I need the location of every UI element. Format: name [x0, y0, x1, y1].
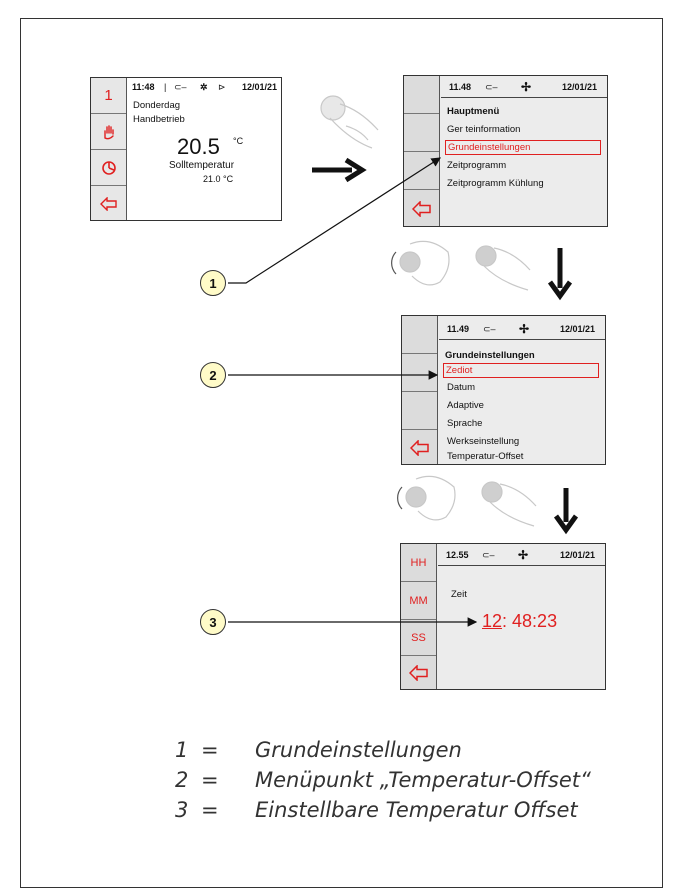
- menu-title: Grundeinstellungen: [445, 350, 535, 361]
- date-display: 12/01/21: [561, 82, 597, 92]
- setpoint-value: 21.0 °C: [203, 174, 234, 184]
- diagram-frame: [20, 18, 663, 888]
- legend-item-2: 2 = Menüpunkt „Temperatur-Offset“: [175, 768, 591, 792]
- menu-item-datum[interactable]: Datum: [447, 382, 475, 393]
- flow-arrow-right: [312, 157, 367, 183]
- menu-item-grundeinstellungen[interactable]: Grundeinstellungen: [445, 140, 601, 155]
- heating-icon: ⊳: [218, 82, 226, 92]
- hand-press-icon: [320, 95, 379, 149]
- side-button-panel: [404, 76, 440, 226]
- setpoint-label: Solltemperatur: [169, 160, 235, 171]
- current-temperature: 20.5: [177, 134, 220, 159]
- date-display: 12/01/21: [559, 324, 595, 334]
- side-button-2[interactable]: [402, 354, 437, 392]
- flow-arrow-down-2: [553, 488, 579, 535]
- time-minutes-seconds: : 48:23: [502, 611, 558, 631]
- side-button-2[interactable]: [404, 114, 439, 152]
- menu-item-zeitprogramm[interactable]: Zeitprogramm: [447, 160, 507, 171]
- menu-item-sprache[interactable]: Sprache: [447, 418, 483, 429]
- side-button-panel: HH MM SS: [401, 544, 437, 689]
- menu-item-werkseinstellung[interactable]: Werkseinstellung: [447, 436, 520, 447]
- status-bar: 11:48 | ⊂– ✲ ⊳ 12/01/21: [128, 78, 281, 96]
- time-value: 12: 48:23: [482, 611, 557, 632]
- clock-icon[interactable]: [91, 150, 126, 186]
- status-bar: 11.48 ⊂– ✢ 12/01/21: [441, 78, 607, 98]
- screen-main-menu: 11.48 ⊂– ✢ 12/01/21 Hauptmenü Ger teinfo…: [403, 75, 608, 227]
- hand-rotate-icon-2: [397, 475, 456, 521]
- screen-home: 1 11:48 | ⊂– ✲ ⊳ 12/01/21 Donderdag Hand…: [90, 77, 282, 221]
- menu-item-zediot[interactable]: Zediot: [443, 363, 599, 378]
- time-label: Zeit: [451, 589, 467, 600]
- legend-item-1: 1 = Grundeinstellungen: [175, 738, 462, 762]
- back-arrow-icon[interactable]: [402, 430, 437, 465]
- screen-grundeinstellungen: 11.49 ⊂– ✢ 12/01/21 Grundeinstellungen Z…: [401, 315, 606, 465]
- legend-equals: =: [201, 768, 219, 792]
- legend-number: 3: [175, 798, 189, 822]
- legend-equals: =: [201, 798, 219, 822]
- hand-press-icon-3: [481, 481, 537, 527]
- menu-item-device-info[interactable]: Ger teinformation: [447, 124, 521, 135]
- status-bar: 11.49 ⊂– ✢ 12/01/21: [439, 320, 605, 340]
- key-icon: ⊂–: [174, 82, 187, 92]
- mode-label: Handbetrieb: [133, 114, 185, 125]
- back-arrow-icon[interactable]: [91, 186, 126, 221]
- side-button-1[interactable]: [404, 76, 439, 114]
- key-icon: ⊂–: [482, 550, 495, 560]
- side-button-3[interactable]: [402, 392, 437, 430]
- side-button-3[interactable]: [404, 152, 439, 190]
- minutes-button[interactable]: MM: [401, 582, 436, 620]
- hours-button[interactable]: HH: [401, 544, 436, 582]
- day-label: Donderdag: [133, 100, 181, 111]
- legend-text: Grundeinstellungen: [255, 738, 462, 762]
- menu-number-button[interactable]: 1: [91, 78, 126, 114]
- status-bar: 12.55 ⊂– ✢ 12/01/21: [438, 546, 605, 566]
- fan-icon: ✢: [518, 548, 529, 562]
- leader-line-1: [228, 157, 442, 284]
- callout-2: 2: [200, 362, 226, 388]
- back-arrow-icon[interactable]: [401, 656, 436, 690]
- separator: |: [164, 82, 167, 92]
- hand-rotate-icon: [391, 240, 450, 286]
- date-display: 12/01/21: [241, 82, 277, 92]
- time-hours[interactable]: 12: [482, 611, 503, 631]
- side-button-1[interactable]: [402, 316, 437, 354]
- hand-press-icon-2: [475, 245, 531, 291]
- side-button-panel: 1: [91, 78, 127, 220]
- fan-icon: ✢: [521, 80, 532, 94]
- fan-icon: ✢: [519, 322, 530, 336]
- side-button-panel: [402, 316, 438, 464]
- screen-zeit: HH MM SS 12.55 ⊂– ✢ 12/01/21 Zeit 12: 48…: [400, 543, 606, 690]
- legend-equals: =: [201, 738, 219, 762]
- seconds-button[interactable]: SS: [401, 620, 436, 656]
- time-display: 12.55: [446, 550, 469, 560]
- menu-title: Hauptmenü: [447, 106, 500, 117]
- callout-1: 1: [200, 270, 226, 296]
- callout-3: 3: [200, 609, 226, 635]
- temperature-unit: °C: [233, 136, 244, 146]
- menu-item-temperatur-offset[interactable]: Temperatur-Offset: [447, 451, 524, 462]
- legend-number: 2: [175, 768, 189, 792]
- date-display: 12/01/21: [559, 550, 595, 560]
- menu-item-adaptive[interactable]: Adaptive: [447, 400, 484, 411]
- fan-icon: ✲: [200, 82, 208, 92]
- key-icon: ⊂–: [485, 82, 498, 92]
- flow-arrow-down-1: [547, 248, 573, 301]
- back-arrow-icon[interactable]: [404, 190, 439, 227]
- legend-text: Einstellbare Temperatur Offset: [255, 798, 578, 822]
- legend-item-3: 3 = Einstellbare Temperatur Offset: [175, 798, 578, 822]
- legend-text: Menüpunkt „Temperatur-Offset“: [255, 768, 591, 792]
- time-display: 11.48: [449, 82, 472, 92]
- hand-icon[interactable]: [91, 114, 126, 150]
- legend-number: 1: [175, 738, 189, 762]
- time-display: 11:48: [132, 82, 155, 92]
- time-display: 11.49: [447, 324, 470, 334]
- menu-item-zeitprogramm-kuehlung[interactable]: Zeitprogramm Kühlung: [447, 178, 544, 189]
- key-icon: ⊂–: [483, 324, 496, 334]
